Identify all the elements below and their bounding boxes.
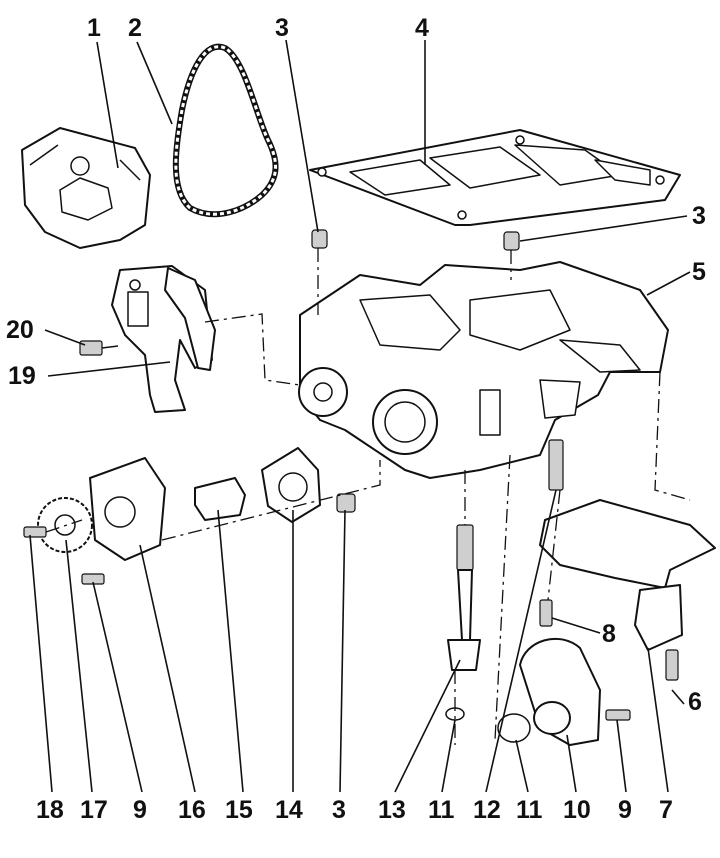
callout-3-bottom: 3 — [332, 796, 346, 824]
callout-12: 12 — [473, 796, 501, 824]
callout-4: 4 — [415, 14, 429, 42]
callout-2: 2 — [128, 14, 142, 42]
callout-10: 10 — [563, 796, 591, 824]
part-3-bushing-lower — [336, 493, 356, 513]
part-4-gasket — [309, 129, 681, 226]
part-16-pump-cover — [89, 457, 166, 561]
part-3-bushing-right — [503, 231, 520, 251]
leader-lines — [29, 39, 691, 793]
part-14-rotor — [261, 447, 321, 523]
part-3-bushing-left — [311, 229, 328, 249]
callout-11-left: 11 — [428, 796, 455, 824]
callout-20: 20 — [6, 316, 34, 344]
callout-14: 14 — [275, 796, 303, 824]
part-12-bolt — [548, 439, 564, 491]
part-19-tensioner — [111, 265, 216, 413]
part-15-gear — [194, 477, 246, 521]
callout-8: 8 — [602, 620, 616, 648]
part-10-housing — [519, 638, 601, 746]
callout-9-left: 9 — [133, 796, 147, 824]
part-20-bolt — [79, 340, 119, 356]
callout-3-top-right: 3 — [692, 202, 706, 230]
callout-1: 1 — [87, 14, 101, 42]
callout-3-top-left: 3 — [275, 14, 289, 42]
part-2-chain — [172, 43, 279, 218]
callout-5: 5 — [692, 258, 706, 286]
callout-11-right: 11 — [516, 796, 543, 824]
part-18-bolt — [23, 526, 47, 538]
callout-7: 7 — [659, 796, 673, 824]
callout-15: 15 — [225, 796, 253, 824]
callout-6: 6 — [688, 688, 702, 716]
callout-16: 16 — [178, 796, 206, 824]
assembly-lines — [45, 248, 691, 745]
callout-18: 18 — [36, 796, 64, 824]
callout-labels: 1 2 3 4 3 5 20 19 8 6 18 17 9 16 15 14 3… — [6, 14, 706, 824]
callout-13: 13 — [378, 796, 406, 824]
part-8-screw — [539, 599, 553, 627]
part-9-screw-right — [605, 709, 631, 721]
callout-17: 17 — [80, 796, 108, 824]
part-5-housing — [298, 261, 669, 479]
callout-19: 19 — [8, 362, 36, 390]
part-6-screw — [665, 649, 679, 681]
callout-9-right: 9 — [618, 796, 632, 824]
part-13-pickup-pipe — [447, 524, 481, 671]
part-11-oring — [497, 713, 531, 743]
part-7-cover — [539, 499, 716, 651]
part-1-cover — [21, 127, 151, 249]
